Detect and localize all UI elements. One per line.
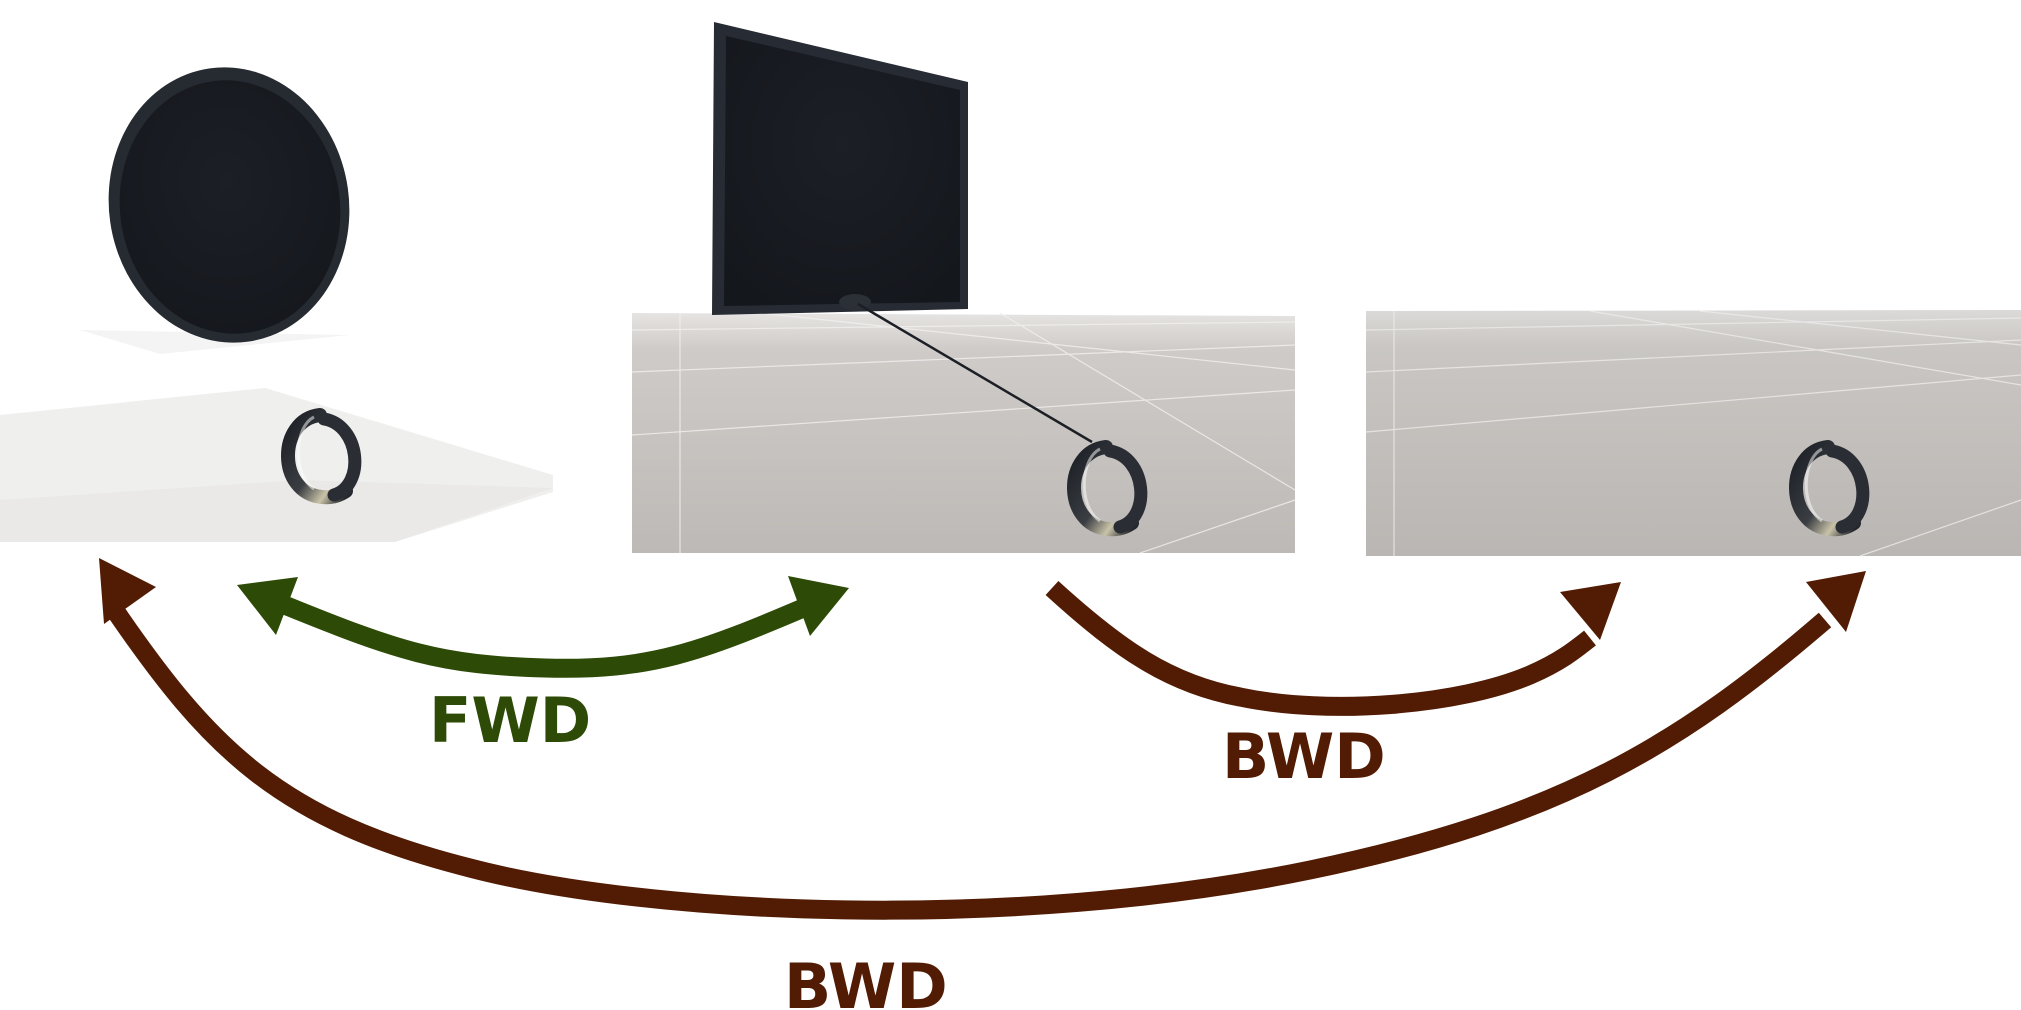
fwd-arrow-head-left: [237, 577, 298, 635]
camera-ring-icon: [1789, 440, 1870, 537]
camera-ring-icon: [1067, 440, 1148, 537]
bwd-arrow-short-shaft: [1045, 580, 1596, 716]
fwd-label: FWD: [429, 684, 591, 757]
bwd-label-short: BWD: [1222, 720, 1386, 793]
quad-screen-inner: [724, 36, 960, 306]
bwd-label-long: BWD: [784, 950, 948, 1010]
camera-ring-icon: [281, 408, 362, 505]
fwd-arrow-shaft: [278, 595, 812, 678]
connector-line: [857, 302, 1093, 444]
bwd-arrow-long-head-left: [99, 558, 156, 624]
bwd-arrow-long: [99, 558, 1866, 920]
ellipse-screen-inner: [119, 80, 341, 334]
bwd-arrow-long-head-right: [1806, 571, 1866, 632]
panel-no-screen: [1365, 310, 2021, 557]
ground-plane: [632, 313, 1295, 553]
panel-quad-screen: [631, 22, 1296, 554]
bwd-arrow-short: [1045, 580, 1621, 716]
fwd-arrow-head-right: [788, 576, 849, 636]
ground-grid: [631, 312, 1296, 554]
ground-plane: [1366, 310, 2021, 556]
faint-ground-edge: [0, 480, 553, 542]
screen-shadow: [80, 330, 350, 354]
bwd-arrow-long-shaft: [104, 600, 1832, 920]
panel-ellipse-screen: [0, 67, 553, 542]
ground-grid: [1365, 310, 2021, 557]
bwd-arrow-short-head: [1560, 582, 1621, 640]
fwd-arrow: [237, 576, 849, 678]
